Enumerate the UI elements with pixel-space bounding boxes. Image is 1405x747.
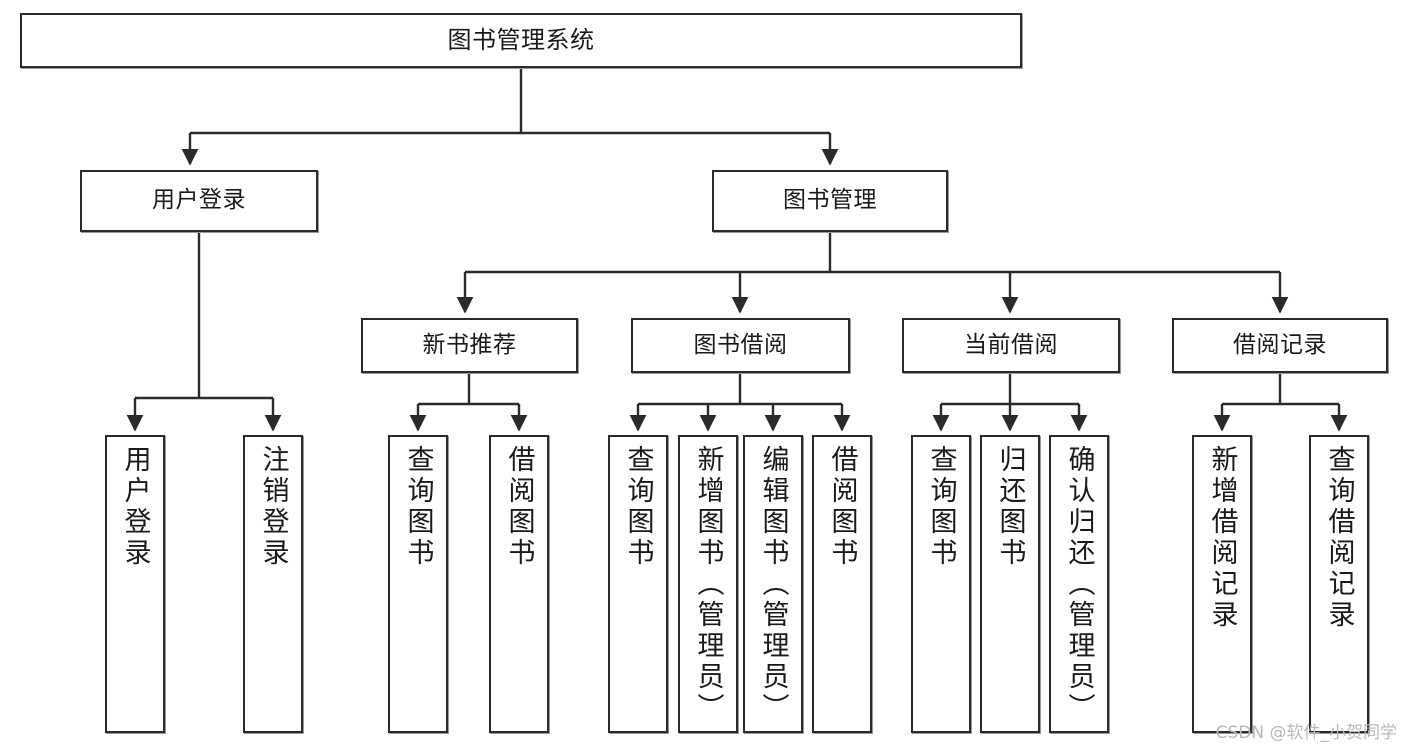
node-label: 当前借阅 (964, 331, 1058, 358)
watermark: CSDN @软件_小贺同学 (1215, 723, 1397, 743)
node-leaf-add-borrow-record[interactable]: 新增借阅记录 (1192, 435, 1252, 733)
node-leaf-return-book[interactable]: 归还图书 (980, 435, 1040, 733)
node-leaf-user-login[interactable]: 用户登录 (105, 435, 165, 733)
node-label: 新增图书（管理员） (692, 445, 724, 724)
node-label: 新增借阅记录 (1206, 445, 1238, 631)
node-leaf-borrow-book-recommend[interactable]: 借阅图书 (489, 435, 549, 733)
node-label: 借阅记录 (1233, 331, 1327, 358)
node-borrow-record[interactable]: 借阅记录 (1172, 318, 1388, 373)
node-leaf-add-book-admin[interactable]: 新增图书（管理员） (678, 435, 738, 733)
node-root-book-management-system[interactable]: 图书管理系统 (20, 13, 1022, 68)
node-label: 图书借阅 (693, 331, 788, 358)
node-leaf-confirm-return-admin[interactable]: 确认归还（管理员） (1049, 435, 1109, 733)
node-leaf-edit-book-admin[interactable]: 编辑图书（管理员） (743, 435, 803, 733)
node-new-book-recommend[interactable]: 新书推荐 (361, 318, 578, 373)
node-label: 图书管理系统 (447, 26, 595, 55)
node-label: 查询图书 (925, 445, 957, 569)
node-label: 图书管理 (783, 187, 877, 214)
node-label: 归还图书 (994, 445, 1026, 569)
node-label: 新书推荐 (422, 331, 517, 358)
node-book-borrow[interactable]: 图书借阅 (631, 318, 850, 373)
node-label: 查询图书 (622, 445, 654, 569)
node-label: 用户登录 (119, 445, 151, 569)
node-leaf-query-borrow-record[interactable]: 查询借阅记录 (1309, 435, 1369, 733)
node-label: 借阅图书 (503, 445, 535, 569)
node-current-borrow[interactable]: 当前借阅 (902, 318, 1120, 373)
node-leaf-user-logout[interactable]: 注销登录 (243, 435, 303, 733)
node-leaf-borrow-book[interactable]: 借阅图书 (812, 435, 872, 733)
node-label: 注销登录 (257, 445, 289, 569)
node-label: 用户登录 (152, 187, 246, 214)
node-label: 查询借阅记录 (1323, 445, 1355, 631)
node-user-login[interactable]: 用户登录 (80, 170, 318, 232)
node-label: 确认归还（管理员） (1063, 445, 1095, 724)
node-leaf-query-book-borrow[interactable]: 查询图书 (608, 435, 668, 733)
node-label: 查询图书 (402, 445, 434, 569)
node-label: 编辑图书（管理员） (757, 445, 789, 724)
node-label: 借阅图书 (826, 445, 858, 569)
node-book-management[interactable]: 图书管理 (712, 170, 948, 232)
node-leaf-query-book-recommend[interactable]: 查询图书 (388, 435, 448, 733)
node-leaf-query-book-current[interactable]: 查询图书 (911, 435, 971, 733)
